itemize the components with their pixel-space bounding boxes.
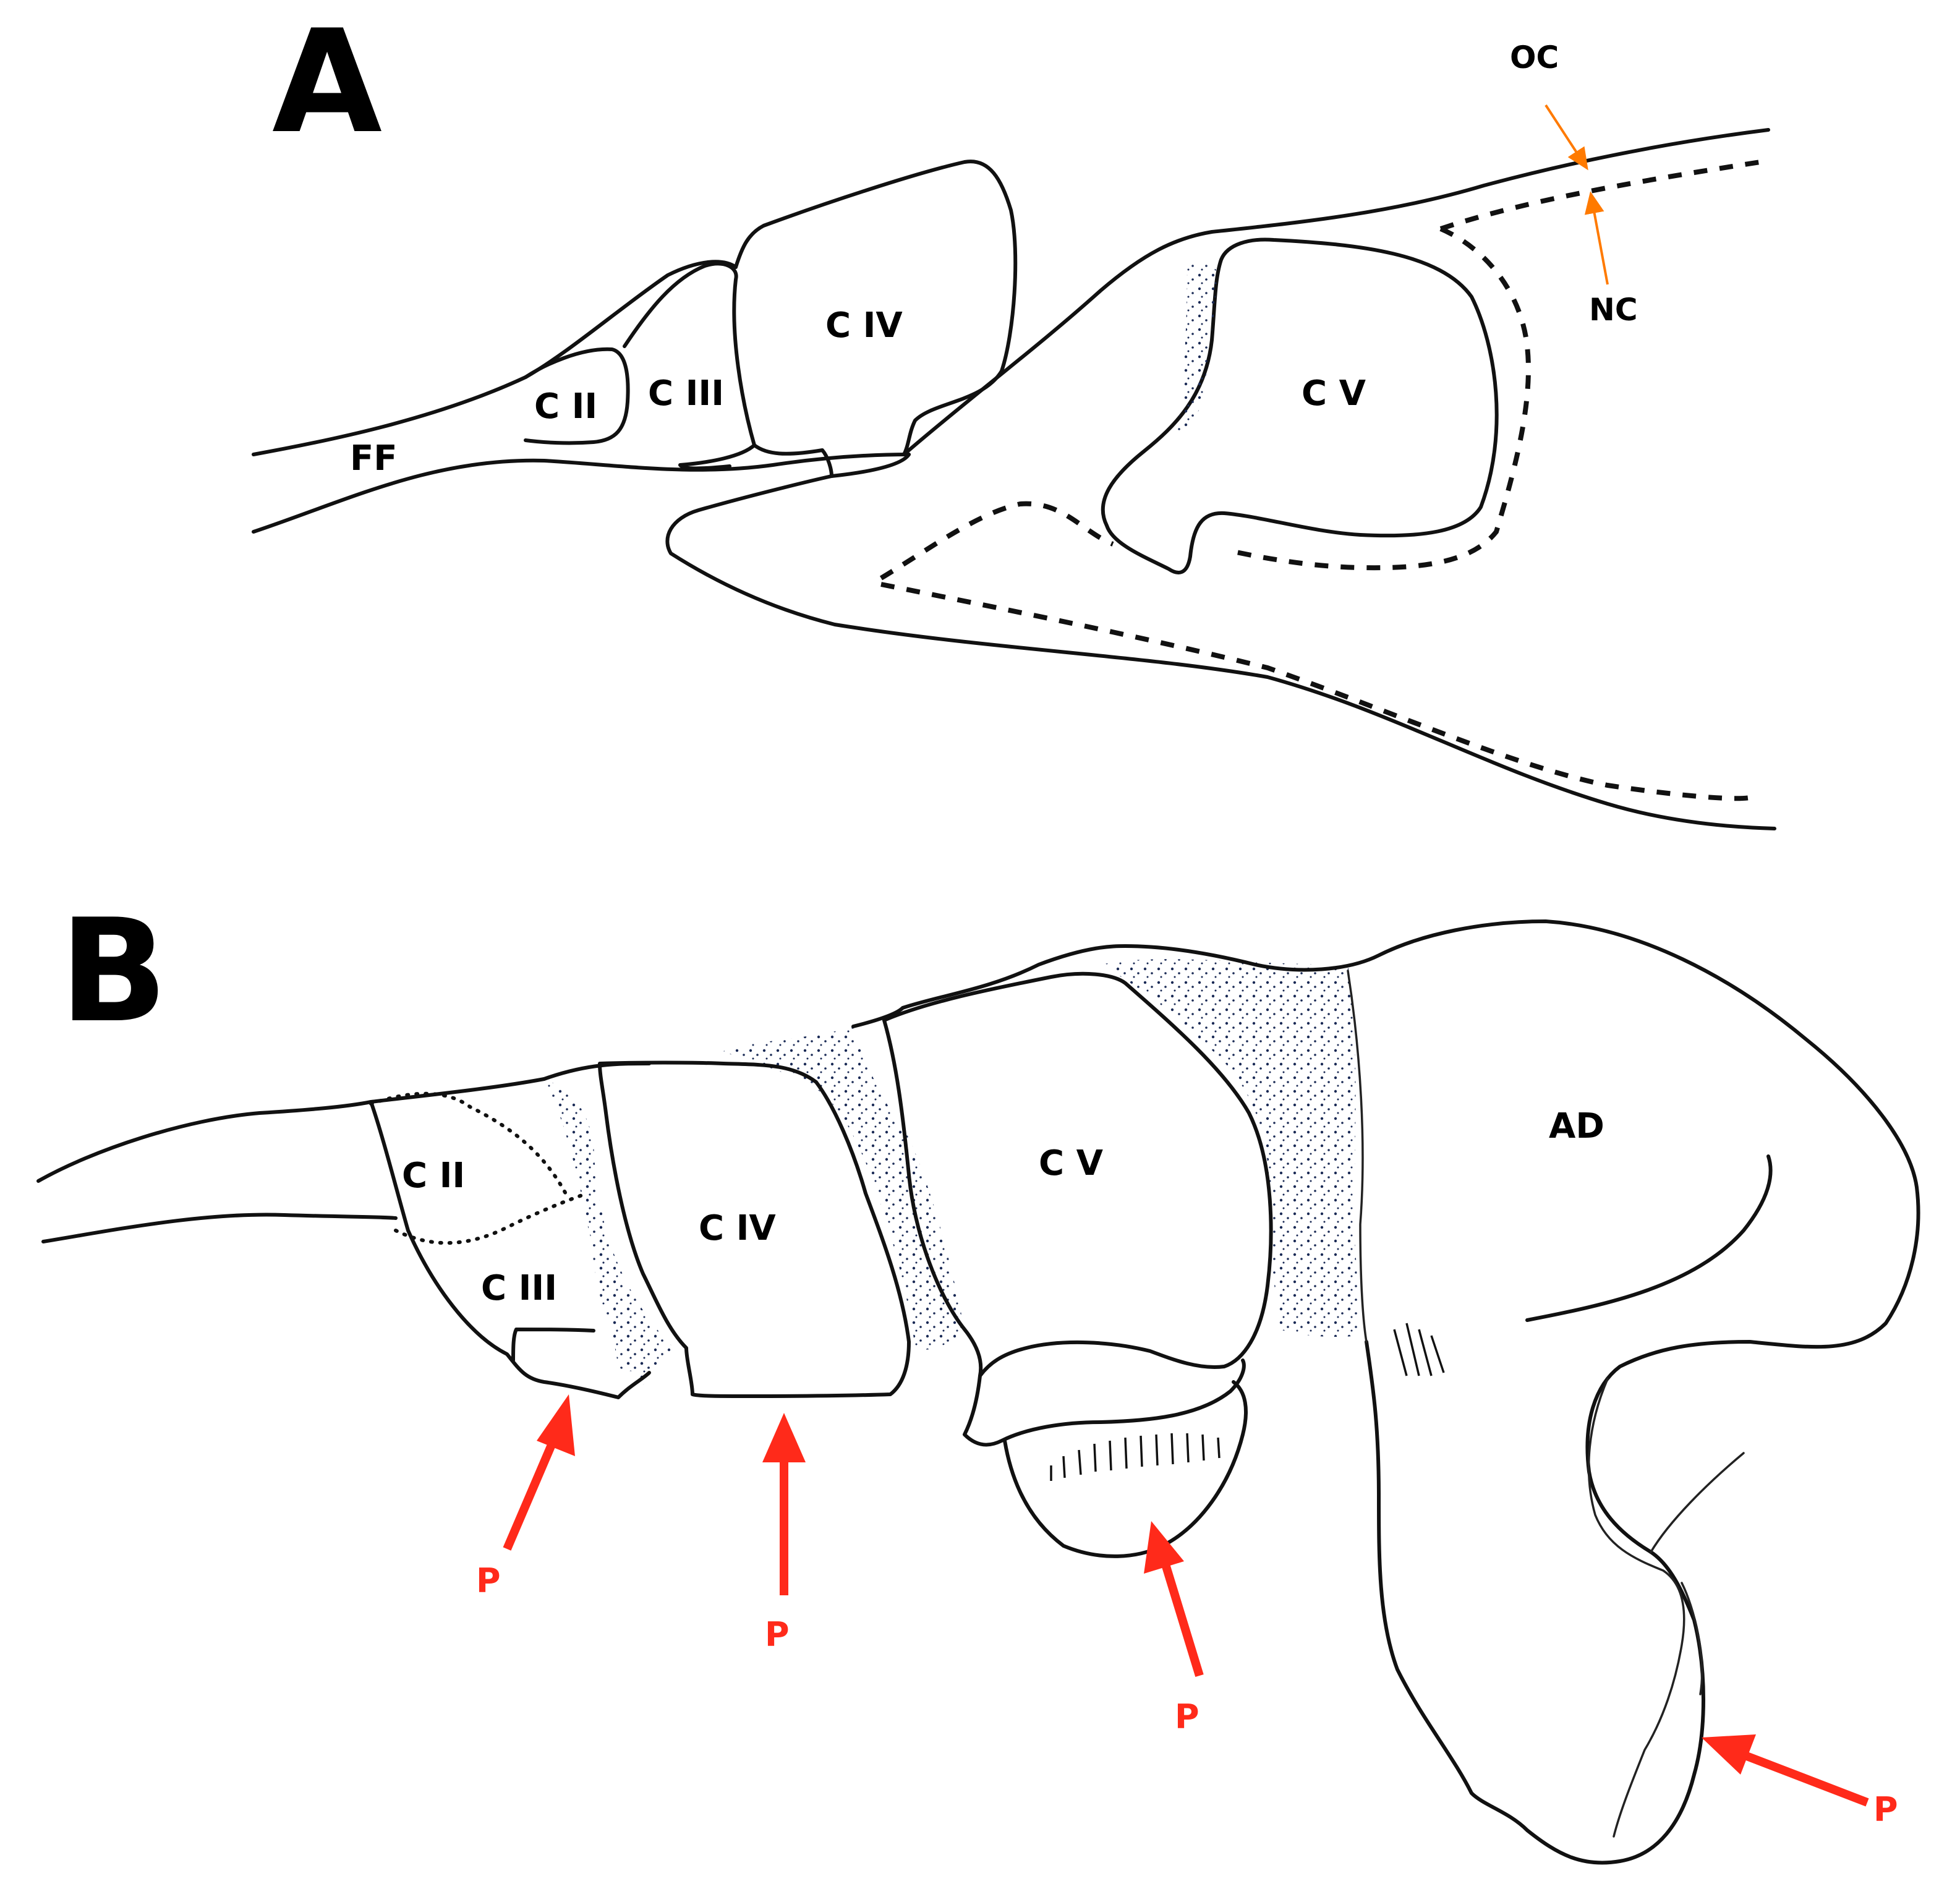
panel-a-label-c5: C V bbox=[1302, 373, 1366, 414]
panel-b-cartilage-c4 bbox=[598, 1060, 911, 1398]
panel-b-outer-body-top bbox=[542, 919, 1920, 1865]
pointer-label-c3: P bbox=[476, 1561, 501, 1600]
panel-a-cartilage-c2 bbox=[524, 347, 630, 445]
pointer-arrow-c5 bbox=[1144, 1521, 1204, 1678]
panel-a-nc-arrow bbox=[1584, 191, 1609, 285]
panel-b-ad-inner-curve bbox=[1525, 1154, 1773, 1322]
panel-b-c5-lobe bbox=[1003, 1380, 1248, 1558]
panel-a-cartilage-c5 bbox=[1101, 237, 1499, 574]
panel-a-stipple bbox=[1178, 264, 1218, 431]
panel-b-ad-left-edge bbox=[1347, 970, 1368, 1343]
panel-b-label-c2: C II bbox=[402, 1156, 465, 1196]
panel-a-label-oc: OC bbox=[1510, 40, 1559, 75]
panel-a-nc-dashed-top bbox=[1439, 158, 1769, 231]
panel-b-letter: B bbox=[59, 889, 168, 1054]
panel-b-c3-lower bbox=[511, 1328, 595, 1362]
panel-a-letter: A bbox=[272, 0, 382, 165]
panel-b: B bbox=[36, 889, 1920, 1865]
panel-b-fin-fold-lower bbox=[41, 1213, 398, 1243]
panel-a-label-c4: C IV bbox=[825, 305, 903, 346]
panel-b-c5-inner-edge bbox=[882, 1018, 983, 1378]
panel-a-nc-dashed-right bbox=[1227, 226, 1531, 571]
pointer-arrow-c3 bbox=[503, 1394, 575, 1551]
panel-b-stipple-c2-c3 bbox=[544, 1079, 655, 1371]
panel-a-label-nc: NC bbox=[1589, 292, 1638, 328]
panel-a-snout-lower bbox=[665, 474, 1776, 830]
pointer-label-ad: P bbox=[1873, 1790, 1898, 1829]
panel-b-c5-lobe-striations bbox=[1050, 1433, 1221, 1481]
panel-a-snout-upper bbox=[830, 453, 911, 478]
pointer-arrow-ad bbox=[1702, 1734, 1869, 1807]
panel-a-oc-arrow bbox=[1545, 104, 1588, 171]
panel-b-ad-hatching bbox=[1393, 1323, 1445, 1376]
panel-b-cartilage-c2-c3 bbox=[369, 1100, 651, 1399]
panel-a-fin-fold-lower bbox=[252, 453, 911, 534]
panel-a-cartilage-c3 bbox=[623, 262, 756, 471]
panel-b-ad-lower-lobe-edge bbox=[1587, 1378, 1685, 1838]
panel-b-c2-dotted-outline bbox=[369, 1091, 589, 1245]
panel-a-outer-body bbox=[902, 128, 1770, 456]
pointer-arrow-c4 bbox=[762, 1413, 806, 1595]
panel-a-label-c3: C III bbox=[648, 373, 724, 414]
panel-a-label-ff: FF bbox=[350, 438, 398, 479]
panel-a-dashed-lower bbox=[879, 501, 1750, 801]
panel-a: A FF C II C III C IV C V OC NC bbox=[252, 0, 1776, 830]
panel-b-ad-right-lobe bbox=[1650, 1452, 1745, 1695]
pointer-label-c5: P bbox=[1175, 1697, 1199, 1736]
panel-a-cartilage-c4-base bbox=[752, 443, 833, 478]
panel-a-label-c2: C II bbox=[534, 386, 597, 427]
panel-b-label-c3: C III bbox=[481, 1268, 557, 1308]
pointer-label-c4: P bbox=[765, 1615, 790, 1654]
panel-b-cartilage-c5 bbox=[882, 971, 1273, 1447]
panel-b-label-c5: C V bbox=[1039, 1143, 1104, 1183]
panel-a-fin-fold-upper bbox=[252, 260, 738, 456]
panel-b-label-ad: AD bbox=[1549, 1106, 1604, 1146]
panel-b-label-c4: C IV bbox=[699, 1208, 776, 1248]
panel-b-stipple-c5-ad bbox=[1101, 959, 1360, 1337]
panel-b-fin-fold-upper bbox=[36, 1077, 546, 1183]
panel-a-cartilage-c4 bbox=[734, 160, 1018, 456]
panel-b-stipple-c4-c5 bbox=[723, 1026, 965, 1350]
